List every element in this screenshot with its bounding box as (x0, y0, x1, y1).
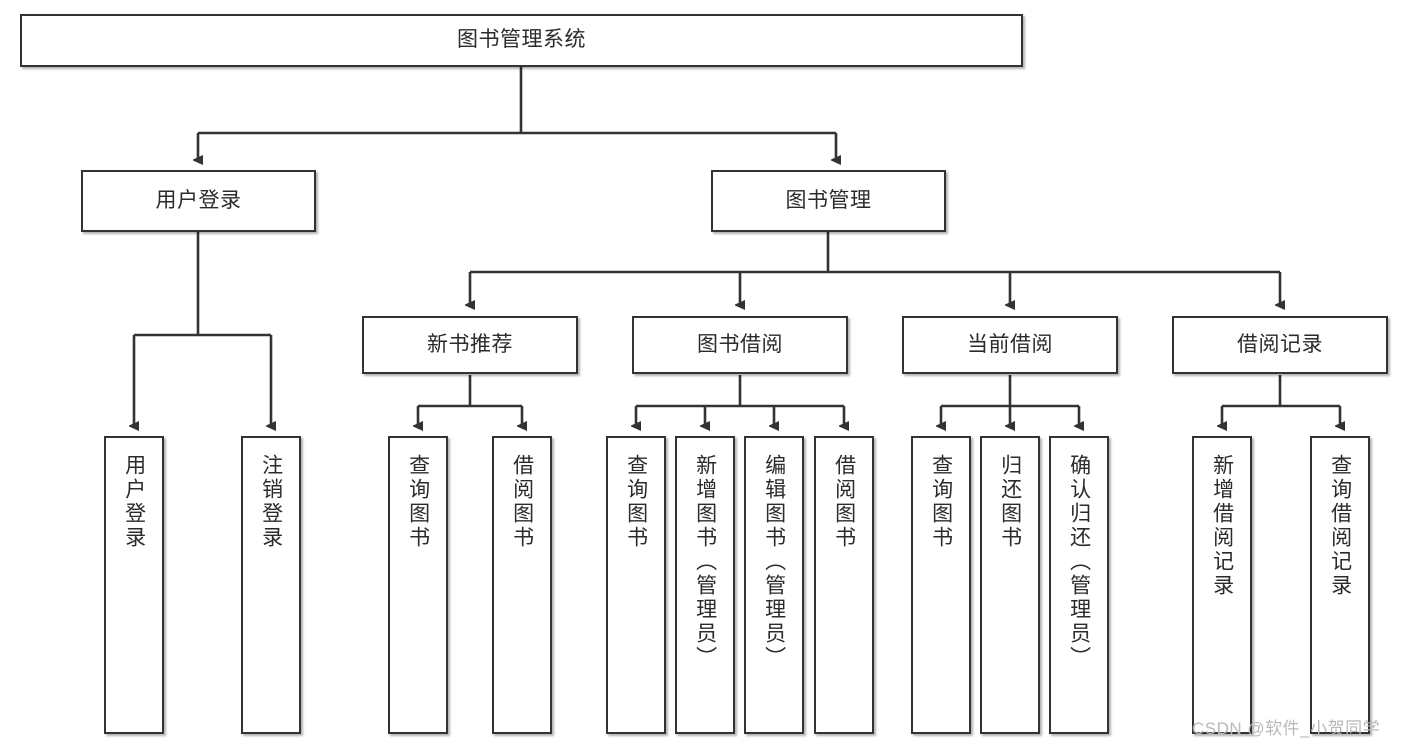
node-leaf-borrow-book-2-label: 借阅图书 (832, 454, 856, 550)
node-borrow-record-label: 借阅记录 (1237, 332, 1323, 356)
node-book-borrow-label: 图书借阅 (697, 332, 783, 356)
node-leaf-confirm-return[interactable]: 确认归还（管理员） (1049, 436, 1109, 734)
node-leaf-query-book-2[interactable]: 查询图书 (606, 436, 666, 734)
node-leaf-query-book-3-label: 查询图书 (929, 454, 953, 550)
node-leaf-add-book[interactable]: 新增图书（管理员） (675, 436, 735, 734)
node-leaf-borrow-book-1-label: 借阅图书 (510, 454, 534, 550)
node-leaf-return-book-label: 归还图书 (998, 454, 1022, 550)
node-new-book-recommend[interactable]: 新书推荐 (362, 316, 578, 374)
node-book-borrow[interactable]: 图书借阅 (632, 316, 848, 374)
node-current-borrow[interactable]: 当前借阅 (902, 316, 1118, 374)
node-borrow-record[interactable]: 借阅记录 (1172, 316, 1388, 374)
node-leaf-add-book-label: 新增图书（管理员） (693, 454, 717, 670)
node-leaf-logout-label: 注销登录 (259, 454, 283, 550)
node-root[interactable]: 图书管理系统 (20, 14, 1023, 67)
node-leaf-add-record[interactable]: 新增借阅记录 (1192, 436, 1252, 734)
node-leaf-edit-book-label: 编辑图书（管理员） (762, 454, 786, 670)
watermark-text: CSDN @软件_小贺同学 (1192, 719, 1381, 738)
node-leaf-query-book-3[interactable]: 查询图书 (911, 436, 971, 734)
node-leaf-confirm-return-label: 确认归还（管理员） (1067, 454, 1091, 670)
node-leaf-return-book[interactable]: 归还图书 (980, 436, 1040, 734)
node-user-login-label: 用户登录 (155, 188, 242, 212)
node-leaf-query-record[interactable]: 查询借阅记录 (1310, 436, 1370, 734)
node-leaf-edit-book[interactable]: 编辑图书（管理员） (744, 436, 804, 734)
node-root-label: 图书管理系统 (457, 28, 586, 52)
node-book-manage-label: 图书管理 (785, 188, 872, 212)
node-current-borrow-label: 当前借阅 (967, 332, 1053, 356)
node-leaf-borrow-book-1[interactable]: 借阅图书 (492, 436, 552, 734)
node-leaf-user-login[interactable]: 用户登录 (104, 436, 164, 734)
node-leaf-query-record-label: 查询借阅记录 (1328, 454, 1352, 598)
node-leaf-query-book-1-label: 查询图书 (406, 454, 430, 550)
node-user-login[interactable]: 用户登录 (81, 170, 316, 232)
node-leaf-add-record-label: 新增借阅记录 (1210, 454, 1234, 598)
node-new-book-recommend-label: 新书推荐 (427, 332, 513, 356)
node-leaf-borrow-book-2[interactable]: 借阅图书 (814, 436, 874, 734)
node-leaf-user-login-label: 用户登录 (122, 454, 146, 550)
node-leaf-query-book-1[interactable]: 查询图书 (388, 436, 448, 734)
node-leaf-logout[interactable]: 注销登录 (241, 436, 301, 734)
node-leaf-query-book-2-label: 查询图书 (624, 454, 648, 550)
node-book-manage[interactable]: 图书管理 (711, 170, 946, 232)
